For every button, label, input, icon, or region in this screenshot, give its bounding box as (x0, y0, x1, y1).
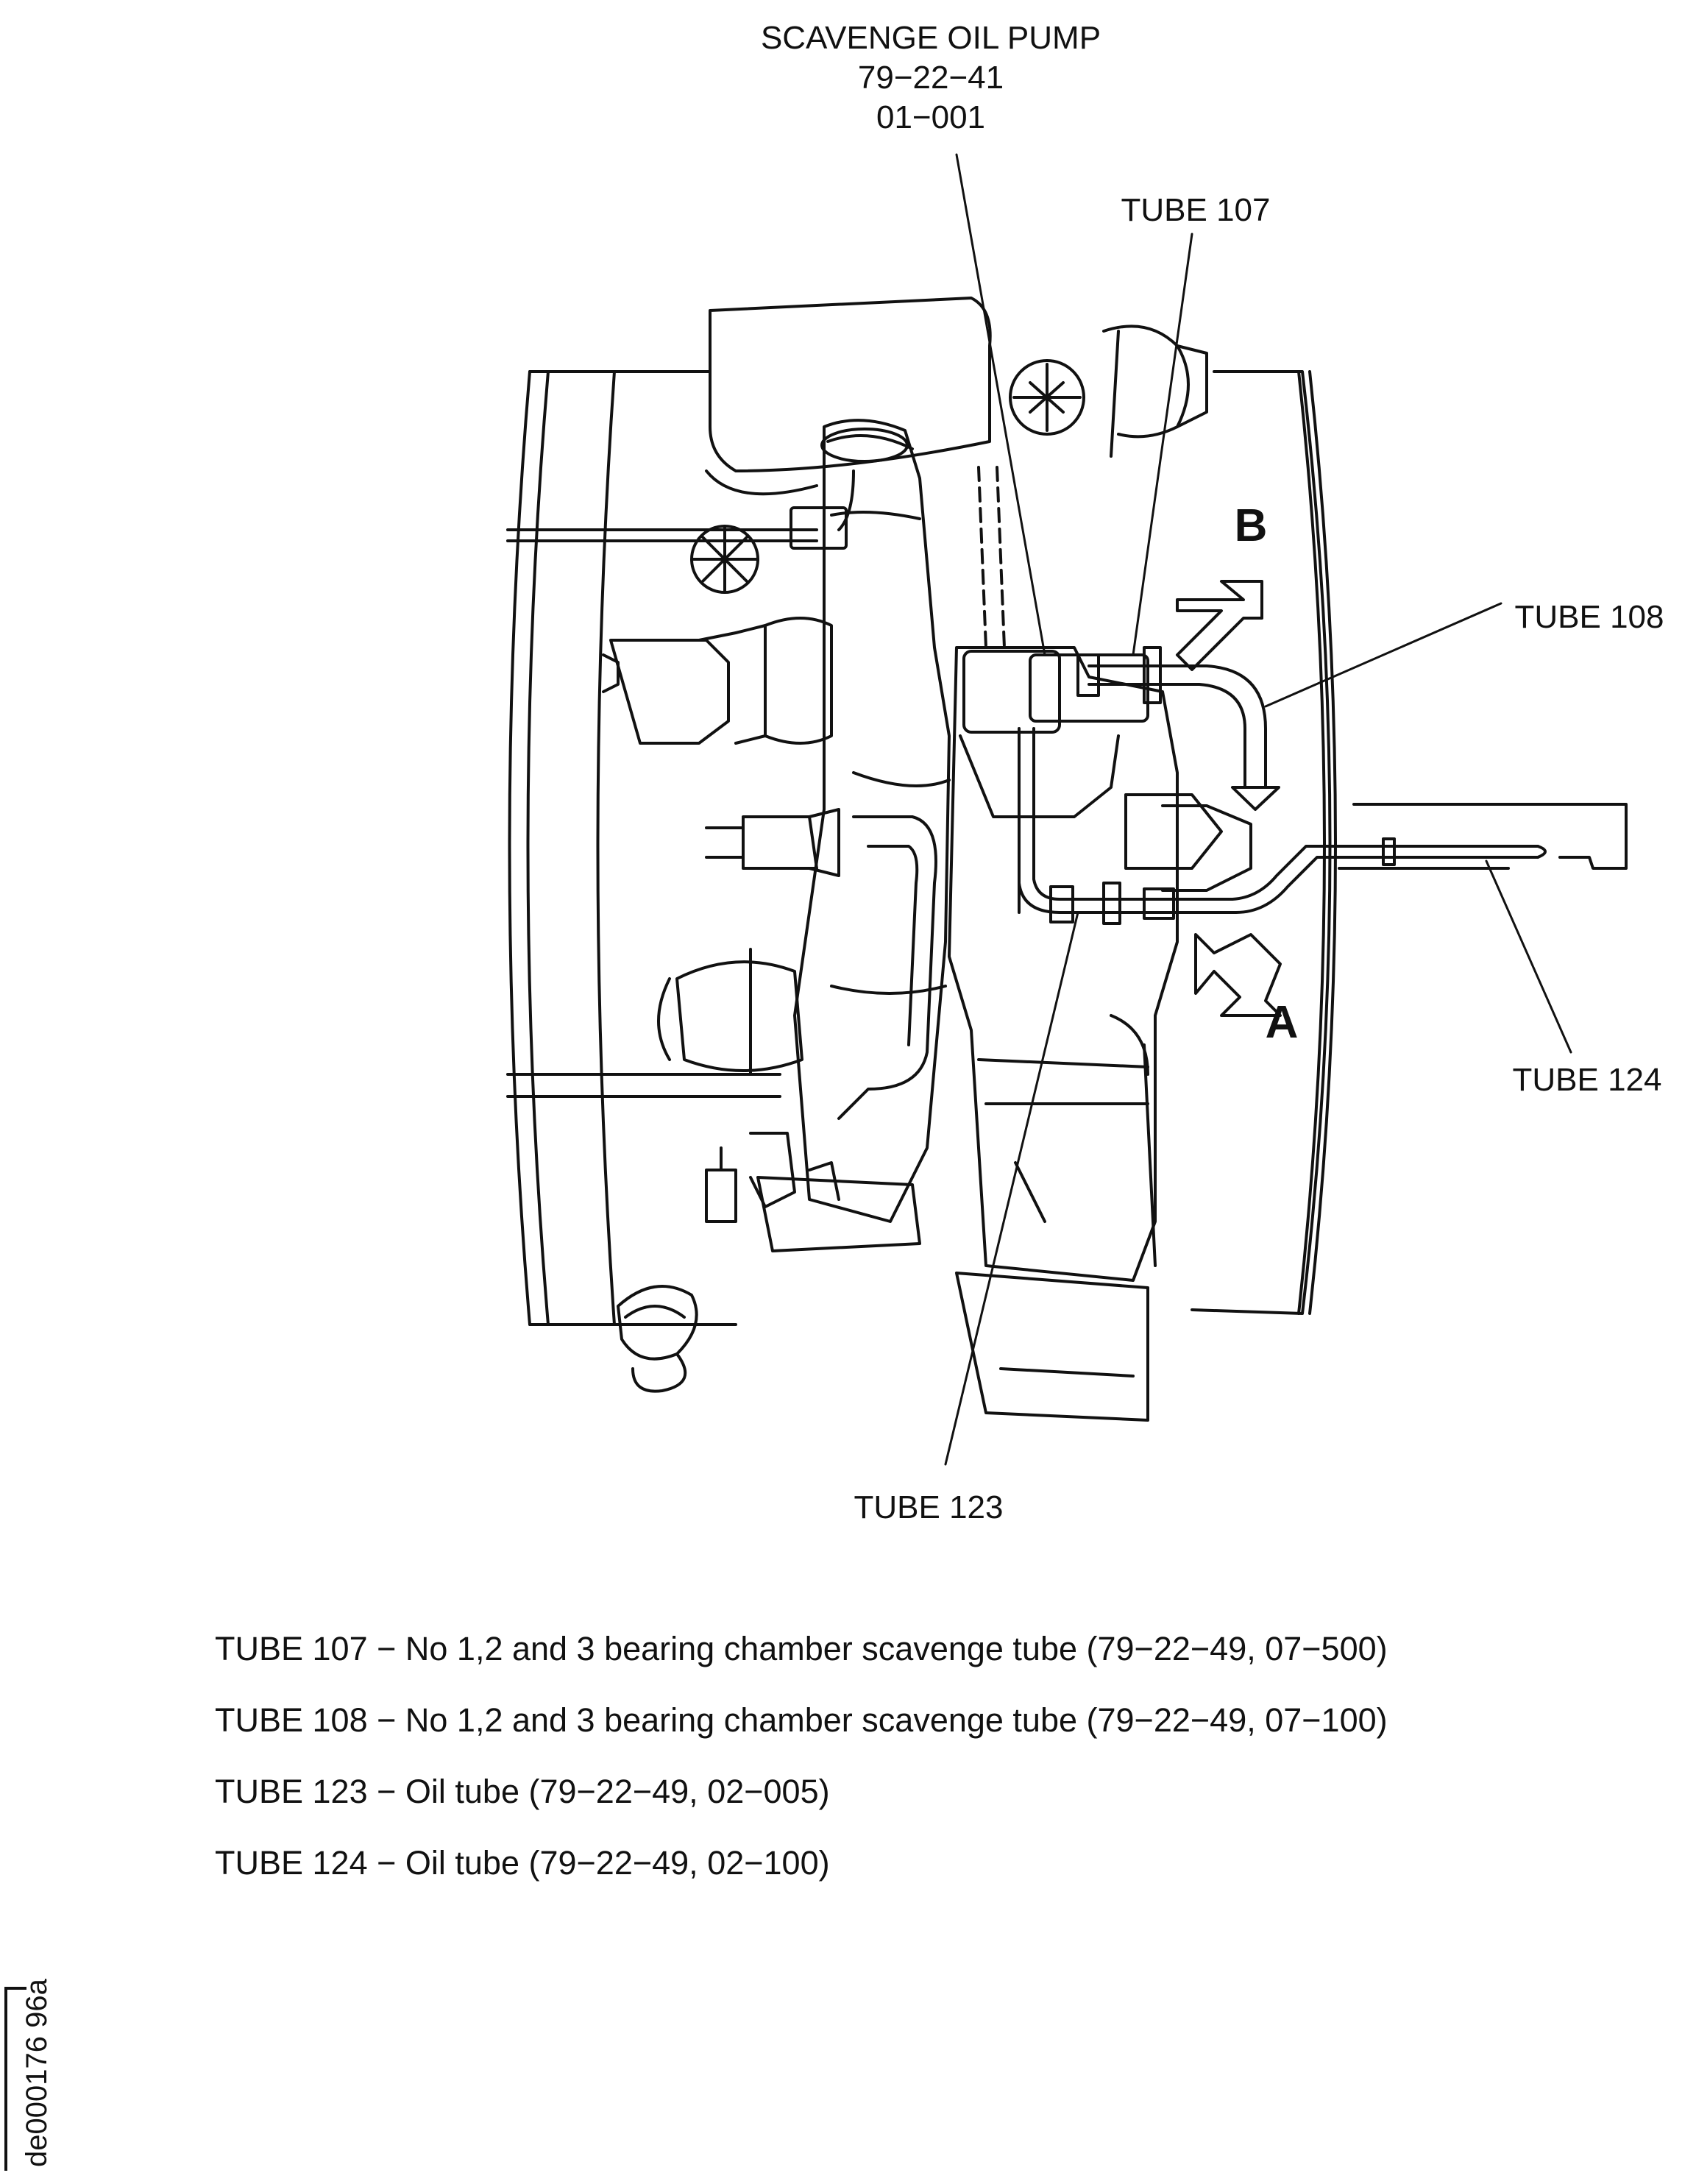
view-arrow-b (1176, 580, 1263, 671)
view-b-label: B (1235, 500, 1268, 551)
leader-lines (944, 153, 1572, 1466)
engine-casing (506, 370, 1337, 1326)
tube-124-label: TUBE 124 (1513, 1062, 1662, 1098)
tube-107-label: TUBE 107 (1121, 192, 1271, 228)
tube-123 (1018, 727, 1179, 925)
accessory-section (948, 646, 1179, 1422)
document-id: de000176 96a (21, 1979, 53, 2167)
pump-title-label: SCAVENGE OIL PUMP (761, 20, 1101, 56)
left-fittings (602, 469, 921, 1393)
tube-108-label: TUBE 108 (1515, 599, 1664, 635)
legend-row-tube-108: TUBE 108 − No 1,2 and 3 bearing chamber … (215, 1703, 1388, 1737)
tube-108 (1076, 646, 1280, 811)
legend-tube-name: TUBE 108 (215, 1701, 368, 1739)
center-vertical-tube (837, 466, 1006, 1120)
pump-ref2-label: 01−001 (876, 99, 985, 135)
gearbox-housing (705, 297, 992, 496)
document-id-bracket (4, 1987, 7, 2171)
top-fitting (1009, 325, 1208, 458)
view-a-label: A (1266, 997, 1299, 1048)
tube-123-label: TUBE 123 (854, 1489, 1004, 1525)
view-arrow-a (1194, 933, 1282, 1017)
legend-tube-desc: − No 1,2 and 3 bearing chamber scavenge … (367, 1701, 1388, 1739)
central-gearbox (793, 419, 951, 1223)
engine-oil-system-diagram: SCAVENGE OIL PUMP 79−22−41 01−001 TUBE 1… (506, 20, 1664, 1525)
tube-124 (1176, 803, 1628, 914)
legend-tube-name: TUBE 123 (215, 1773, 368, 1810)
tube-legend: TUBE 107 − No 1,2 and 3 bearing chamber … (215, 1632, 1388, 1918)
pump-ref1-label: 79−22−41 (858, 60, 1004, 96)
legend-tube-desc: − Oil tube (79−22−49, 02−100) (367, 1844, 830, 1882)
legend-row-tube-123: TUBE 123 − Oil tube (79−22−49, 02−005) (215, 1775, 1388, 1808)
legend-row-tube-124: TUBE 124 − Oil tube (79−22−49, 02−100) (215, 1846, 1388, 1879)
legend-tube-desc: − Oil tube (79−22−49, 02−005) (367, 1773, 830, 1810)
document-id-bracket-tick (4, 1987, 26, 1990)
legend-tube-name: TUBE 107 (215, 1630, 368, 1667)
legend-tube-desc: − No 1,2 and 3 bearing chamber scavenge … (367, 1630, 1388, 1667)
scavenge-pump-body (959, 650, 1252, 914)
legend-tube-name: TUBE 124 (215, 1844, 368, 1882)
legend-row-tube-107: TUBE 107 − No 1,2 and 3 bearing chamber … (215, 1632, 1388, 1665)
